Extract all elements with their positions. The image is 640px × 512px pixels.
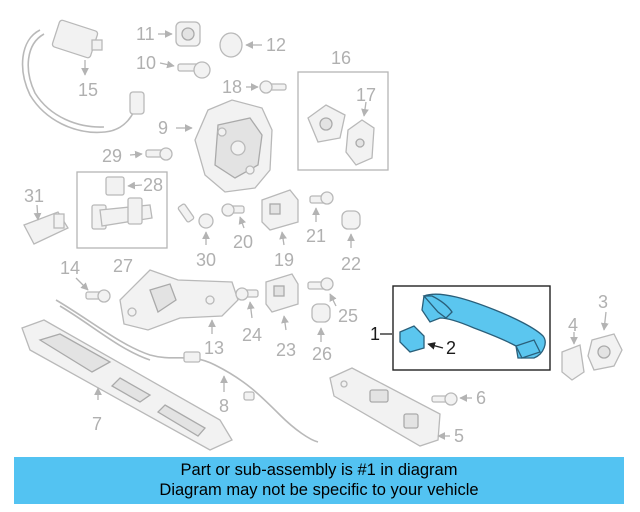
callout-27: 27 xyxy=(113,256,133,276)
callout-3: 3 xyxy=(598,292,608,312)
callout-24: 24 xyxy=(242,325,262,345)
part-9-latch xyxy=(176,99,273,193)
callout-20: 20 xyxy=(233,232,253,252)
part-16-box xyxy=(297,71,389,171)
parts-diagram: 15 11 12 10 18 9 29 xyxy=(21,19,623,451)
callout-29: 29 xyxy=(102,146,122,166)
callout-14: 14 xyxy=(60,258,80,278)
part-1-outer-handle-box xyxy=(380,285,551,371)
callout-8: 8 xyxy=(219,396,229,416)
callout-10: 10 xyxy=(136,53,156,73)
part-30-bolt xyxy=(177,203,214,245)
callout-19: 19 xyxy=(274,250,294,270)
callout-12: 12 xyxy=(266,35,286,55)
part-23-striker xyxy=(265,273,299,331)
part-14-bolt xyxy=(75,277,111,303)
callout-6: 6 xyxy=(476,388,486,408)
part-8-cable xyxy=(55,299,319,443)
callout-11: 11 xyxy=(136,24,155,44)
part-18-screw xyxy=(246,80,287,94)
info-banner: Part or sub-assembly is #1 in diagram Di… xyxy=(14,457,624,504)
callout-9: 9 xyxy=(158,118,168,138)
callout-26: 26 xyxy=(312,344,332,364)
callout-4: 4 xyxy=(568,315,578,335)
part-20-bolt xyxy=(221,203,247,229)
part-13-inner-handle-frame xyxy=(119,269,239,334)
callout-18: 18 xyxy=(222,77,242,97)
part-10-bolt xyxy=(159,60,211,79)
callout-25: 25 xyxy=(338,306,358,326)
callout-1: 1 xyxy=(370,324,380,344)
part-5-carrier xyxy=(329,367,450,447)
banner-line-2: Diagram may not be specific to your vehi… xyxy=(159,481,479,499)
callout-23: 23 xyxy=(276,340,296,360)
part-11-grommet xyxy=(158,21,201,47)
callout-17: 17 xyxy=(356,85,376,105)
banner-line-1: Part or sub-assembly is #1 in diagram xyxy=(180,461,458,479)
callout-7: 7 xyxy=(92,414,102,434)
callout-30: 30 xyxy=(196,250,216,270)
callout-15: 15 xyxy=(78,80,98,100)
part-27-box xyxy=(76,171,168,249)
part-4-cap xyxy=(561,332,585,381)
callout-5: 5 xyxy=(454,426,464,446)
part-31-switch xyxy=(23,204,69,245)
part-3-lock-cylinder xyxy=(587,311,623,371)
part-22-cap xyxy=(341,210,361,248)
callout-2: 2 xyxy=(446,338,456,358)
part-15-cable xyxy=(21,19,145,134)
part-6-screw xyxy=(431,392,472,406)
part-24-bolt xyxy=(235,287,259,319)
part-12-plug xyxy=(219,32,262,58)
part-2-cap xyxy=(399,325,425,353)
part-25-bolt xyxy=(307,277,337,307)
part-1-outer-handle xyxy=(421,293,546,359)
callout-16: 16 xyxy=(331,48,351,68)
part-7-trim-panel xyxy=(21,319,233,451)
part-19-striker xyxy=(261,189,299,246)
callout-21: 21 xyxy=(306,226,326,246)
part-26-cap xyxy=(311,303,331,342)
part-21-bolt xyxy=(309,191,334,222)
callout-31: 31 xyxy=(24,186,44,206)
callout-28: 28 xyxy=(143,175,163,195)
callout-22: 22 xyxy=(341,254,361,274)
part-29-bolt xyxy=(129,147,173,161)
callout-13: 13 xyxy=(204,338,224,358)
